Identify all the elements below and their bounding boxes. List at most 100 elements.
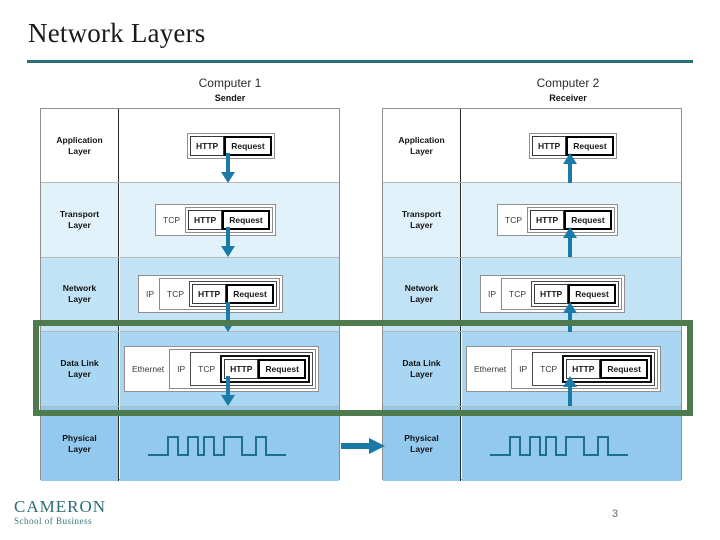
computer-1-role: Sender <box>214 93 246 103</box>
page-number: 3 <box>612 508 619 520</box>
layer-body-application-receiver: HTTP Request <box>462 109 681 183</box>
digital-signal-waveform-icon <box>490 435 628 456</box>
packet-seg-request: Request <box>258 358 306 379</box>
logo-line2: School of Business <box>14 516 93 526</box>
layer-row-transport-sender: Transport Layer TCP HTTP Request <box>41 183 339 258</box>
phy-label-line2: Layer <box>68 443 91 454</box>
net-label-line1: Network <box>62 283 97 294</box>
dat-label-line1: Data Link <box>60 357 99 368</box>
app-label-line2: Layer <box>68 145 91 156</box>
packet-application-receiver: HTTP Request <box>529 132 617 159</box>
app-label-line1: Application <box>56 134 103 145</box>
packet-seg-ethernet: Ethernet <box>469 348 512 389</box>
layer-row-datalink-receiver: Data Link Layer Ethernet IP TCP HTTP Req… <box>383 332 681 407</box>
packet-seg-tcp: TCP <box>162 281 190 308</box>
packet-nest-http: HTTP Request <box>527 207 615 234</box>
layer-label-application-sender: Application Layer <box>41 109 119 183</box>
packet-nest-tcp: TCP HTTP Request <box>190 351 313 386</box>
layer-label-network-receiver: Network Layer <box>383 257 461 332</box>
layer-label-transport-sender: Transport Layer <box>41 183 119 257</box>
arrow-up-network-to-transport <box>563 227 577 258</box>
layer-row-application-sender: Application Layer HTTP Request <box>41 109 339 184</box>
computer-1-name: Computer 1 <box>198 76 262 90</box>
tra-label-line1: Transport <box>401 209 442 220</box>
net-label-line1: Network <box>404 283 439 294</box>
layer-body-physical-receiver <box>462 406 681 481</box>
layer-label-physical-receiver: Physical Layer <box>383 406 461 481</box>
layer-label-network-sender: Network Layer <box>41 257 119 332</box>
digital-signal-waveform-icon <box>148 435 286 456</box>
packet-nest-tcp: TCP HTTP Request <box>159 278 280 311</box>
packet-seg-request: Request <box>222 210 270 231</box>
logo-line1: CAMERON <box>14 497 107 516</box>
dat-label-line2: Layer <box>68 368 91 379</box>
computer-2-heading: Computer 2 Receiver <box>458 76 678 104</box>
cameron-school-of-business-logo: CAMERON School of Business <box>14 498 194 527</box>
layer-body-application-sender: HTTP Request <box>120 109 339 183</box>
computer-2-role: Receiver <box>549 93 587 103</box>
layer-row-physical-receiver: Physical Layer <box>383 406 681 481</box>
packet-seg-tcp: TCP <box>504 281 532 308</box>
packet-transport-receiver: TCP HTTP Request <box>497 204 618 237</box>
arrow-down-network-to-datalink <box>221 301 235 332</box>
layer-row-datalink-sender: Data Link Layer Ethernet IP TCP HTTP Req… <box>41 332 339 407</box>
computer-2-name: Computer 2 <box>536 76 600 90</box>
packet-seg-ip: IP <box>514 351 533 386</box>
layer-body-datalink-sender: Ethernet IP TCP HTTP Request <box>120 332 339 407</box>
arrow-down-transport-to-network <box>221 227 235 258</box>
layer-body-physical-sender <box>120 406 339 481</box>
title-divider <box>27 60 693 63</box>
layer-label-physical-sender: Physical Layer <box>41 406 119 481</box>
computer-2-layer-stack: Application Layer HTTP Request Transport… <box>382 108 682 481</box>
layer-body-transport-receiver: TCP HTTP Request <box>462 183 681 258</box>
layer-label-application-receiver: Application Layer <box>383 109 461 183</box>
layer-label-datalink-receiver: Data Link Layer <box>383 332 461 406</box>
packet-nest-tcp: TCP HTTP Request <box>501 278 622 311</box>
packet-datalink-sender: Ethernet IP TCP HTTP Request <box>124 345 319 392</box>
packet-seg-http: HTTP <box>566 358 601 379</box>
packet-seg-request: Request <box>566 135 614 156</box>
app-label-line2: Layer <box>410 145 433 156</box>
arrow-up-datalink-to-network <box>563 301 577 332</box>
packet-seg-tcp: TCP <box>500 207 527 234</box>
packet-nest-tcp: TCP HTTP Request <box>532 351 655 386</box>
phy-label-line2: Layer <box>410 443 433 454</box>
layer-row-physical-sender: Physical Layer <box>41 406 339 481</box>
packet-seg-request: Request <box>568 284 616 305</box>
packet-application-sender: HTTP Request <box>187 132 275 159</box>
packet-seg-http: HTTP <box>534 284 569 305</box>
packet-transport-sender: TCP HTTP Request <box>155 204 276 237</box>
packet-seg-ip: IP <box>483 278 502 311</box>
net-label-line2: Layer <box>68 294 91 305</box>
packet-seg-tcp: TCP <box>535 354 563 383</box>
packet-nest-http: HTTP Request <box>220 354 310 383</box>
packet-seg-http: HTTP <box>530 210 565 231</box>
packet-nest-http: HTTP Request <box>189 281 277 308</box>
packet-seg-http: HTTP <box>192 284 227 305</box>
packet-seg-ethernet: Ethernet <box>127 348 170 389</box>
dat-label-line2: Layer <box>410 368 433 379</box>
layer-body-datalink-receiver: Ethernet IP TCP HTTP Request <box>462 332 681 407</box>
layer-body-network-sender: IP TCP HTTP Request <box>120 257 339 332</box>
packet-network-sender: IP TCP HTTP Request <box>138 275 283 314</box>
packet-seg-tcp: TCP <box>193 354 221 383</box>
tra-label-line1: Transport <box>59 209 100 220</box>
layer-label-transport-receiver: Transport Layer <box>383 183 461 257</box>
packet-seg-request: Request <box>224 135 272 156</box>
packet-seg-http: HTTP <box>224 358 259 379</box>
page-title: Network Layers <box>28 18 206 48</box>
packet-nest-ip: IP TCP HTTP Request <box>169 348 316 389</box>
layer-body-network-receiver: IP TCP HTTP Request <box>462 257 681 332</box>
arrow-physical-transmission <box>341 438 385 454</box>
packet-seg-ip: IP <box>172 351 191 386</box>
layer-row-network-receiver: Network Layer IP TCP HTTP Request <box>383 257 681 333</box>
packet-nest-http: HTTP Request <box>562 354 652 383</box>
layer-row-application-receiver: Application Layer HTTP Request <box>383 109 681 184</box>
layer-row-network-sender: Network Layer IP TCP HTTP Request <box>41 257 339 333</box>
phy-label-line1: Physical <box>404 432 439 443</box>
tra-label-line2: Layer <box>410 220 433 231</box>
packet-seg-http: HTTP <box>190 135 225 156</box>
packet-seg-http: HTTP <box>188 210 223 231</box>
phy-label-line1: Physical <box>62 432 97 443</box>
